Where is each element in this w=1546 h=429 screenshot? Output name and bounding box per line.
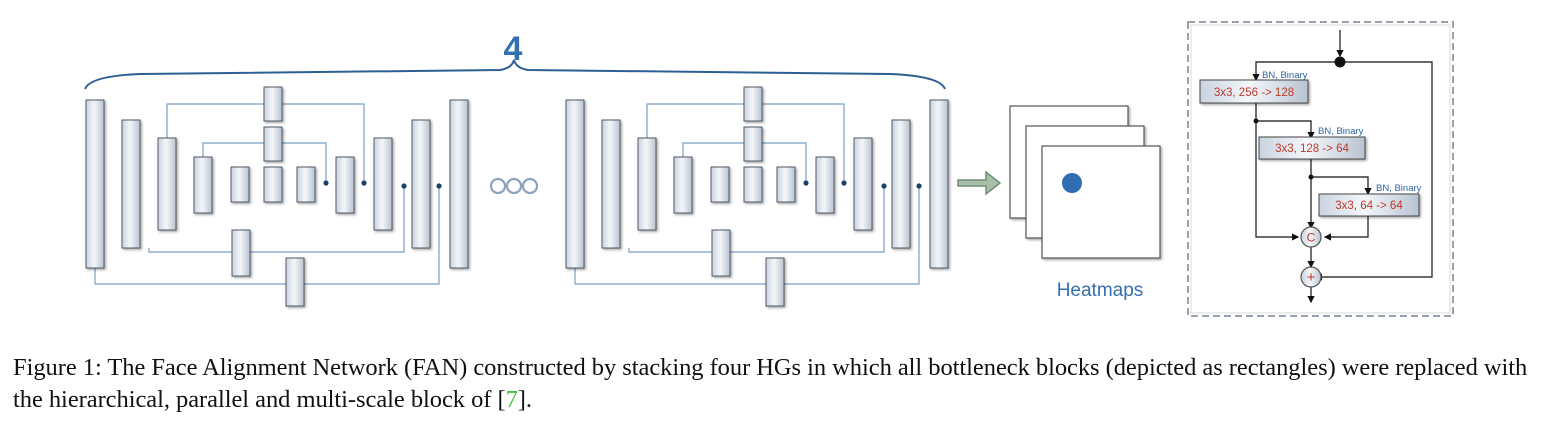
merge-dot	[436, 183, 442, 189]
bottleneck-block	[335, 156, 355, 214]
merge-dot	[841, 180, 847, 186]
bottleneck-block	[929, 99, 949, 269]
bottleneck-block	[411, 119, 431, 249]
stack-brace	[84, 59, 946, 90]
bottleneck-block	[193, 156, 213, 214]
bottleneck-block	[710, 166, 730, 203]
skip-connection	[202, 142, 264, 157]
hourglass-1	[85, 86, 469, 307]
skip-connection	[166, 103, 264, 138]
conv-label-2: 3x3, 128 -> 64	[1275, 143, 1349, 155]
heatmaps-stack	[1009, 105, 1161, 259]
bottleneck-block	[85, 99, 105, 269]
conv-box-1	[1199, 79, 1309, 104]
bottleneck-block	[231, 229, 251, 277]
hourglass-4	[565, 86, 949, 307]
skip-connection	[148, 248, 232, 253]
merge-dot	[881, 183, 887, 189]
figure-caption: Figure 1: The Face Alignment Network (FA…	[13, 352, 1538, 416]
bottleneck-block	[853, 137, 873, 231]
caption-text: Figure 1: The Face Alignment Network (FA…	[13, 354, 1528, 413]
bottleneck-block	[743, 126, 763, 162]
merge-dot	[803, 180, 809, 186]
bottleneck-block	[743, 86, 763, 122]
skip-connection	[282, 103, 365, 182]
merge-dot	[916, 183, 922, 189]
fan-architecture-diagram: 4 Heatmaps	[84, 21, 1454, 317]
bottleneck-block	[263, 166, 283, 203]
bottleneck-block	[449, 99, 469, 269]
skip-connection	[250, 185, 405, 253]
output-arrow-icon	[957, 170, 1002, 196]
merge-dot	[361, 180, 367, 186]
bottleneck-block	[743, 166, 763, 203]
heatmaps-label: Heatmaps	[1057, 280, 1144, 301]
conv-label-3: 3x3, 64 -> 64	[1335, 200, 1403, 212]
sum-node-icon	[1300, 266, 1322, 288]
heatmap-peak-icon	[1062, 173, 1082, 193]
skip-connection	[282, 142, 327, 182]
bottleneck-block	[765, 257, 785, 307]
merge-dot	[401, 183, 407, 189]
skip-connection	[762, 103, 845, 182]
concat-label: C	[1307, 231, 1316, 245]
bottleneck-block	[776, 166, 796, 203]
bottleneck-block	[121, 119, 141, 249]
ellipsis-dots	[489, 177, 539, 195]
bottleneck-block	[565, 99, 585, 269]
stack-count-label: 4	[504, 30, 523, 68]
skip-connection	[730, 185, 885, 253]
concat-node-icon	[1300, 226, 1322, 248]
citation-link[interactable]: 7	[505, 386, 518, 413]
bottleneck-block	[157, 137, 177, 231]
bottleneck-block	[296, 166, 316, 203]
sum-label: +	[1307, 269, 1316, 286]
skip-connection	[784, 185, 920, 285]
bn-label-2: BN, Binary	[1318, 126, 1364, 137]
skip-connection	[682, 142, 744, 157]
bottleneck-block	[263, 126, 283, 162]
bottleneck-block	[601, 119, 621, 249]
bottleneck-block	[373, 137, 393, 231]
bottleneck-block	[673, 156, 693, 214]
bn-label-1: BN, Binary	[1262, 70, 1308, 81]
bottleneck-block	[263, 86, 283, 122]
conv-box-3	[1318, 193, 1420, 217]
skip-connection	[574, 268, 766, 285]
skip-connection	[762, 142, 807, 182]
skip-connection	[646, 103, 744, 138]
conv-box-2	[1258, 136, 1366, 160]
skip-connection	[94, 268, 286, 285]
conv-label-1: 3x3, 256 -> 128	[1214, 87, 1294, 99]
skip-connection	[628, 248, 712, 253]
bottleneck-block	[230, 166, 250, 203]
bottleneck-block	[891, 119, 911, 249]
bottleneck-block	[711, 229, 731, 277]
skip-connection	[304, 185, 440, 285]
bottleneck-block	[637, 137, 657, 231]
block-detail-panel: 3x3, 256 -> 128 BN, Binary 3x3, 128 -> 6…	[1187, 21, 1454, 317]
merge-dot	[323, 180, 329, 186]
caption-suffix: ].	[517, 386, 532, 413]
bottleneck-block	[285, 257, 305, 307]
bn-label-3: BN, Binary	[1376, 183, 1422, 194]
bottleneck-block	[815, 156, 835, 214]
